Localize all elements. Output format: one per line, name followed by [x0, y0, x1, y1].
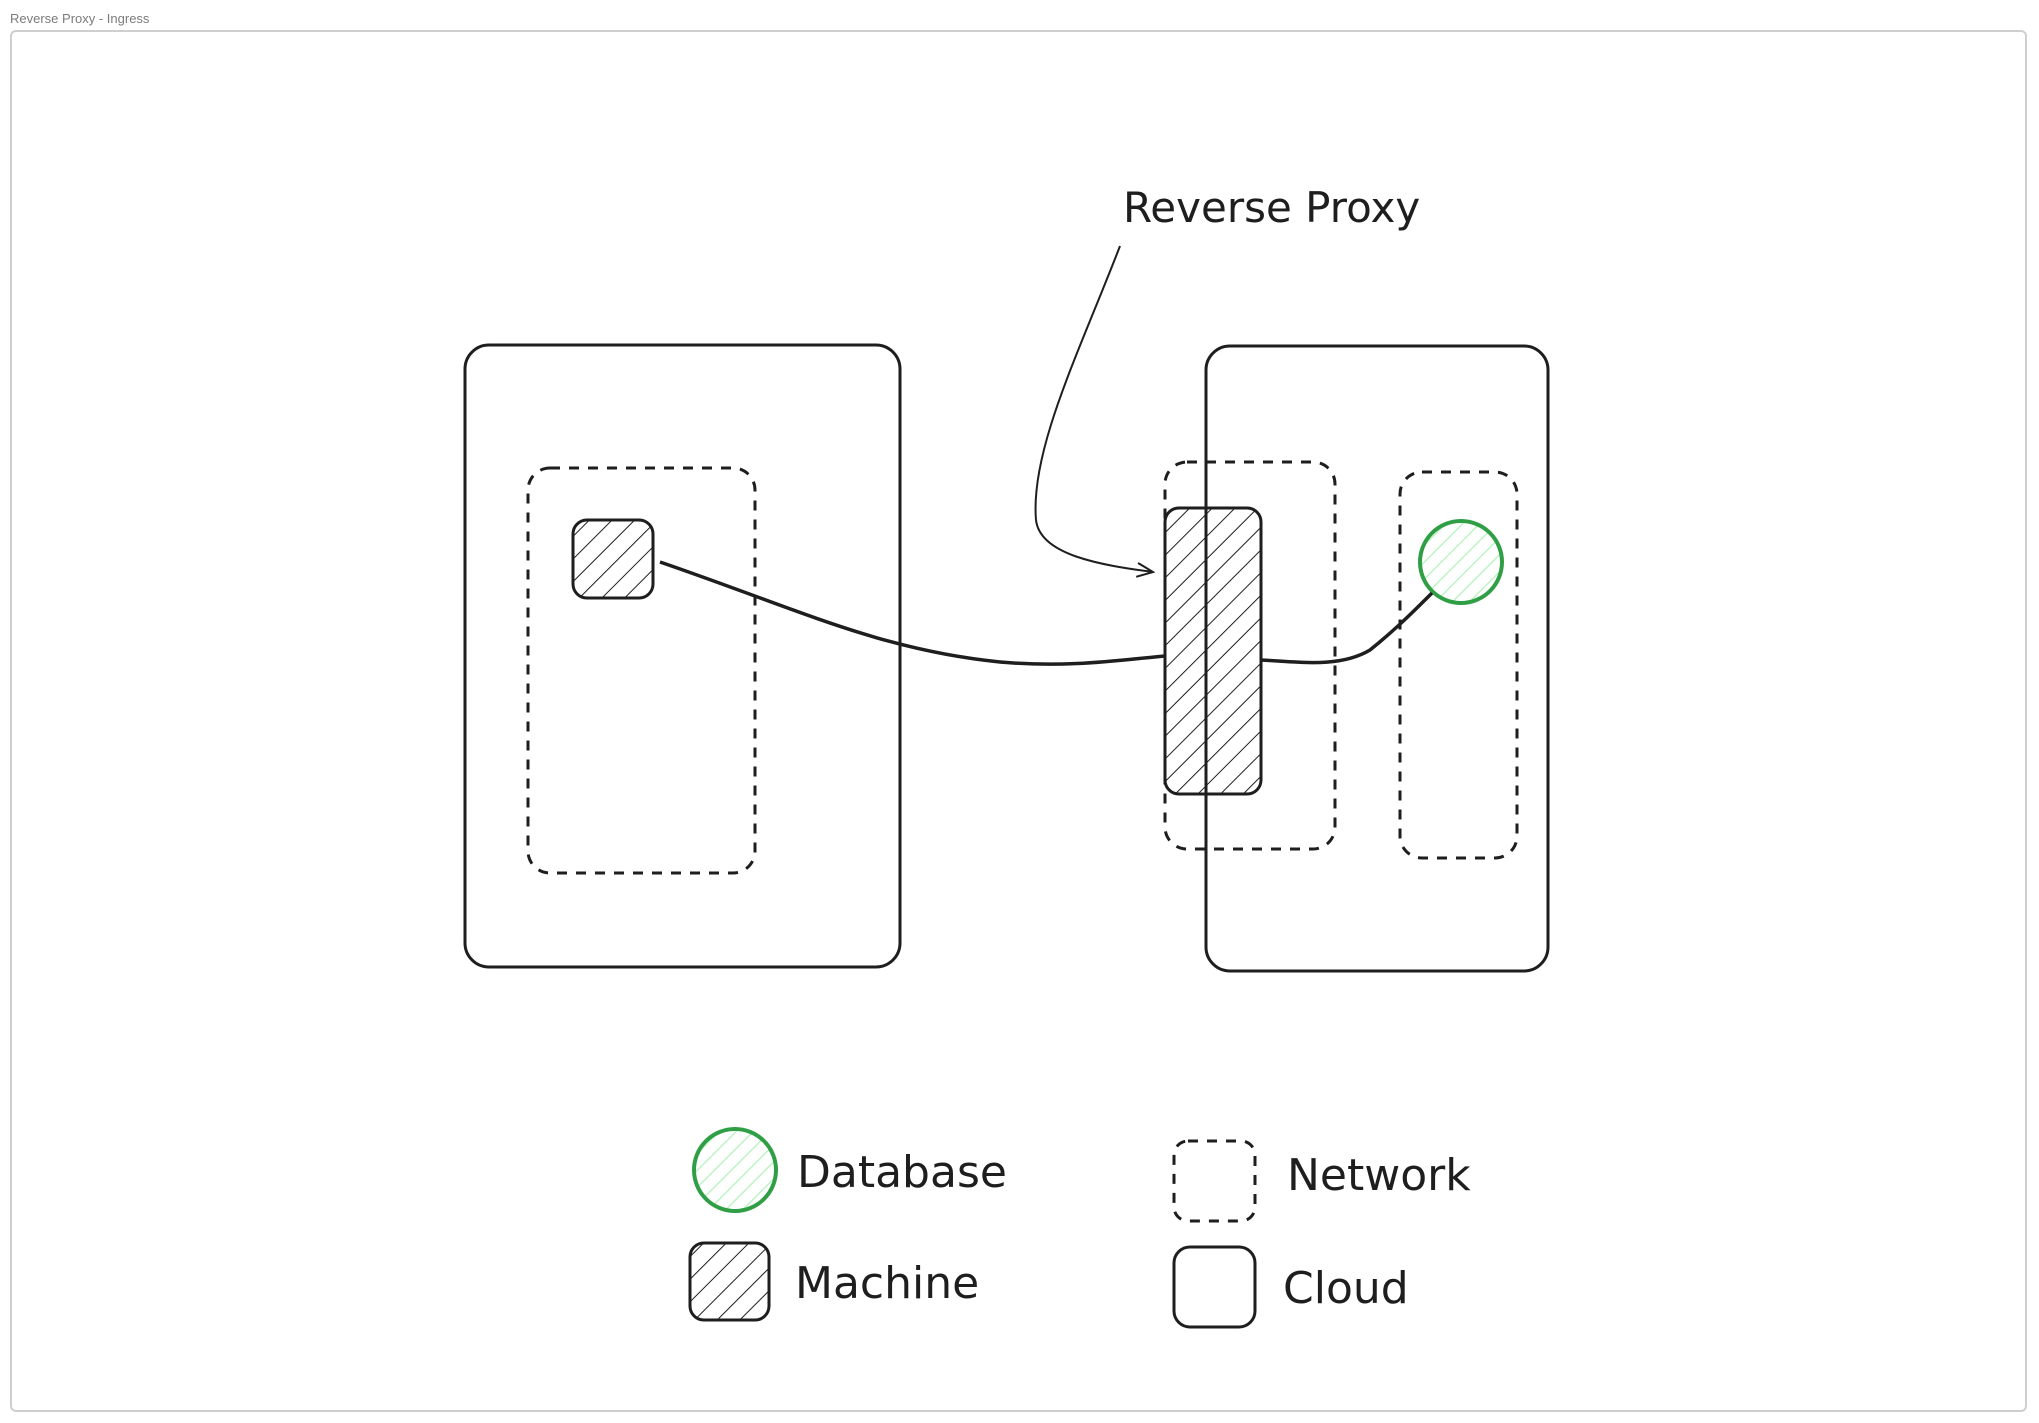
legend-database-label: Database	[797, 1147, 1007, 1198]
legend-cloud-label: Cloud	[1283, 1263, 1409, 1314]
legend-machine-icon	[688, 1241, 771, 1322]
connection-machine-to-proxy[interactable]	[659, 560, 1166, 666]
proxy-network[interactable]	[1163, 460, 1337, 851]
diagram-frame[interactable]	[10, 30, 2027, 1412]
left-cloud[interactable]	[463, 343, 902, 969]
reverse-proxy-label: Reverse Proxy	[1123, 183, 1420, 232]
legend: Database Machine Network Cloud	[688, 1127, 1471, 1329]
database-network[interactable]	[1398, 470, 1519, 860]
annotation-arrow[interactable]	[1034, 245, 1153, 572]
left-machine[interactable]	[571, 518, 655, 600]
connection-proxy-to-database[interactable]	[1260, 591, 1434, 665]
legend-machine-label: Machine	[795, 1258, 979, 1309]
database-node[interactable]	[1418, 519, 1504, 605]
frame-title: Reverse Proxy - Ingress	[10, 11, 150, 26]
legend-network-label: Network	[1287, 1150, 1471, 1201]
legend-network-icon	[1172, 1139, 1257, 1223]
left-network[interactable]	[526, 466, 757, 875]
legend-database-icon	[692, 1127, 778, 1213]
legend-cloud-icon	[1172, 1245, 1257, 1329]
reverse-proxy-machine[interactable]	[1163, 506, 1263, 796]
